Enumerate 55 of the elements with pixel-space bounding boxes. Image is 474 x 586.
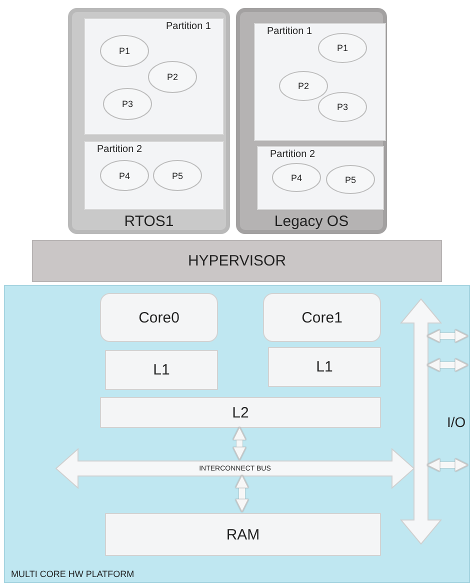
double-arrow <box>232 426 247 461</box>
partition-box <box>254 23 386 141</box>
process-label: P3 <box>122 99 133 109</box>
process-label: P2 <box>298 81 309 91</box>
process-ellipse <box>103 88 152 120</box>
node-label: HYPERVISOR <box>188 252 286 270</box>
hypervisor-bar <box>32 240 442 282</box>
process-ellipse <box>318 92 367 122</box>
partition-box <box>84 18 224 135</box>
double-arrow <box>426 458 469 472</box>
process-label: P4 <box>291 172 302 182</box>
node-label: RAM <box>226 526 260 543</box>
process-ellipse <box>279 71 328 101</box>
process-ellipse <box>148 61 197 93</box>
node-label: RTOS1 <box>124 213 174 230</box>
double-arrow <box>426 358 469 372</box>
node-label: L1 <box>316 358 333 376</box>
process-ellipse <box>272 163 321 192</box>
process-label: P5 <box>345 174 356 184</box>
double-arrow <box>234 474 250 513</box>
double-arrow <box>426 328 469 344</box>
core-box <box>100 293 218 342</box>
partition-box <box>257 146 384 210</box>
process-ellipse <box>100 160 149 191</box>
process-ellipse <box>153 160 202 191</box>
memory-box <box>105 513 381 556</box>
cache-box <box>268 347 381 387</box>
node-label: Legacy OS <box>274 213 349 230</box>
process-label: P2 <box>167 72 178 82</box>
process-label: P3 <box>337 102 348 112</box>
process-ellipse <box>100 35 149 67</box>
process-label: P5 <box>172 170 183 180</box>
process-label: P1 <box>119 46 130 56</box>
node-label: Core1 <box>302 309 342 326</box>
node-label: Partition 1 <box>267 26 312 37</box>
process-ellipse <box>318 33 367 63</box>
node-label: MULTI CORE HW PLATFORM <box>11 569 134 579</box>
partition-box <box>84 141 224 210</box>
core-box <box>263 293 381 342</box>
node-label: Partition 2 <box>97 144 142 155</box>
os-panel <box>68 8 230 234</box>
node-label: L2 <box>232 404 249 421</box>
platform-panel <box>4 285 470 583</box>
process-label: P1 <box>337 43 348 53</box>
node-label: Partition 1 <box>166 21 211 32</box>
cache-box <box>100 397 381 428</box>
cache-box <box>105 350 218 390</box>
node-label: Core0 <box>138 309 180 326</box>
os-panel <box>236 8 387 234</box>
bus-band <box>56 449 414 488</box>
node-label: Partition 2 <box>270 149 316 160</box>
node-label: L1 <box>153 362 170 378</box>
node-label: I/O <box>447 414 466 430</box>
process-ellipse <box>326 165 375 194</box>
process-label: P4 <box>119 170 130 180</box>
